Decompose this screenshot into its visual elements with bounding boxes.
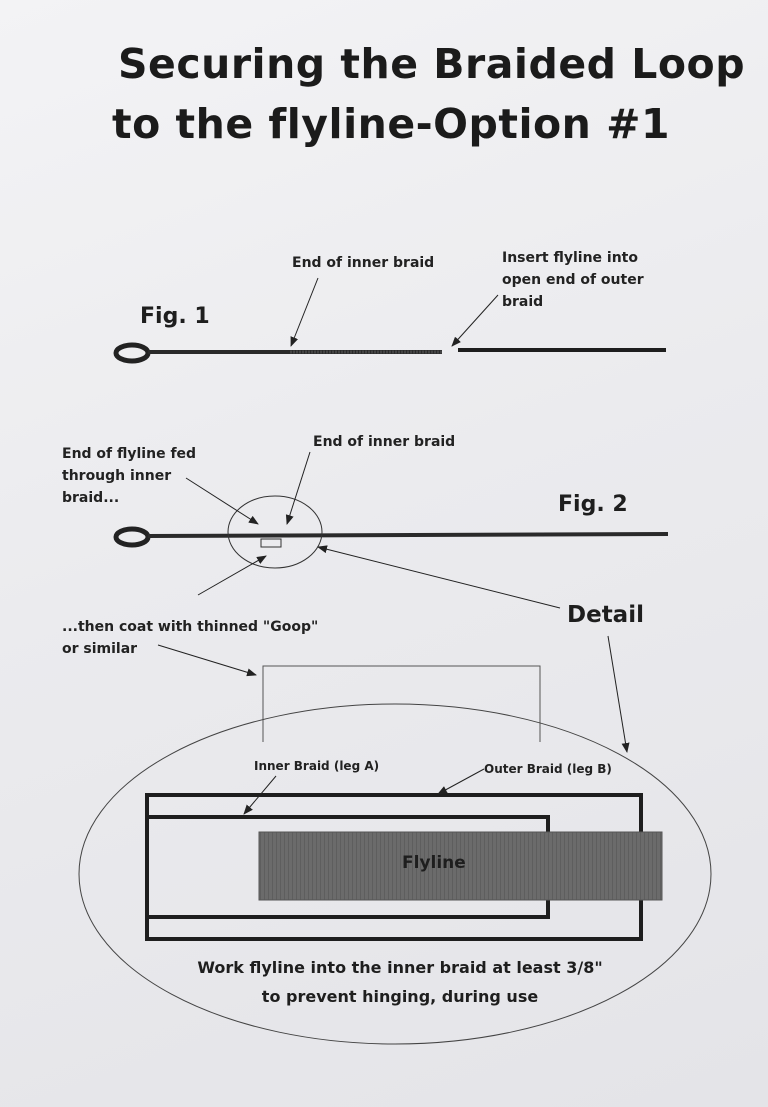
coat-arrow (157, 644, 257, 677)
fig2-label: Fig. 2 (558, 492, 628, 517)
detail-ellipse (78, 703, 712, 1045)
page-title-line-2: to the flyline-Option #1 (112, 100, 671, 148)
fig1-callout-insert-2: open end of outer (502, 272, 644, 288)
fig2-drawing (113, 451, 669, 609)
detail-note-2: to prevent hinging, during use (261, 987, 539, 1006)
inner-braid-arrow (243, 775, 277, 815)
coat-callout-2: or similar (62, 641, 138, 657)
fig1-callout-insert-3: braid (502, 294, 544, 310)
fig1-arrow-inner-braid (290, 277, 319, 347)
coat-bracket (262, 665, 541, 742)
fig2-coat-mark (260, 538, 282, 548)
detail-arrow (607, 635, 630, 753)
coat-callout-1: ...then coat with thinned "Goop" (62, 619, 319, 635)
fig2-callout-fed-3: braid... (62, 490, 120, 506)
detail-note-1: Work flyline into the inner braid at lea… (197, 958, 603, 977)
fig1-callout-inner-braid: End of inner braid (292, 255, 435, 271)
fig2-line (147, 532, 669, 538)
fig1-drawing (113, 277, 666, 364)
outer-braid-label: Outer Braid (leg B) (484, 762, 612, 776)
fig2-callout-fed-2: through inner (62, 468, 172, 484)
fig1-label: Fig. 1 (140, 304, 210, 329)
flyline-label: Flyline (402, 853, 466, 873)
fig2-loop (113, 526, 151, 548)
fig1-loop (113, 342, 151, 364)
fig1-arrow-insert (451, 294, 499, 347)
fig2-circle (227, 495, 323, 569)
fig2-callout-fed-1: End of flyline fed (62, 446, 197, 462)
page-title-line-1: Securing the Braided Loop (118, 40, 746, 88)
fig1-callout-insert-1: Insert flyline into (502, 250, 638, 266)
fig2-arrow-coat (197, 555, 267, 596)
detail-drawing (78, 635, 712, 1045)
fig2-callout-inner-braid: End of inner braid (313, 434, 456, 450)
outer-braid-arrow (437, 768, 485, 795)
inner-braid-label: Inner Braid (leg A) (254, 759, 380, 773)
detail-label: Detail (567, 602, 644, 628)
flyline-rect (258, 831, 663, 901)
fig2-arrow-detail (317, 545, 561, 609)
fig2-arrow-inner-braid (285, 451, 311, 525)
fig2-arrow-fed (185, 477, 259, 525)
